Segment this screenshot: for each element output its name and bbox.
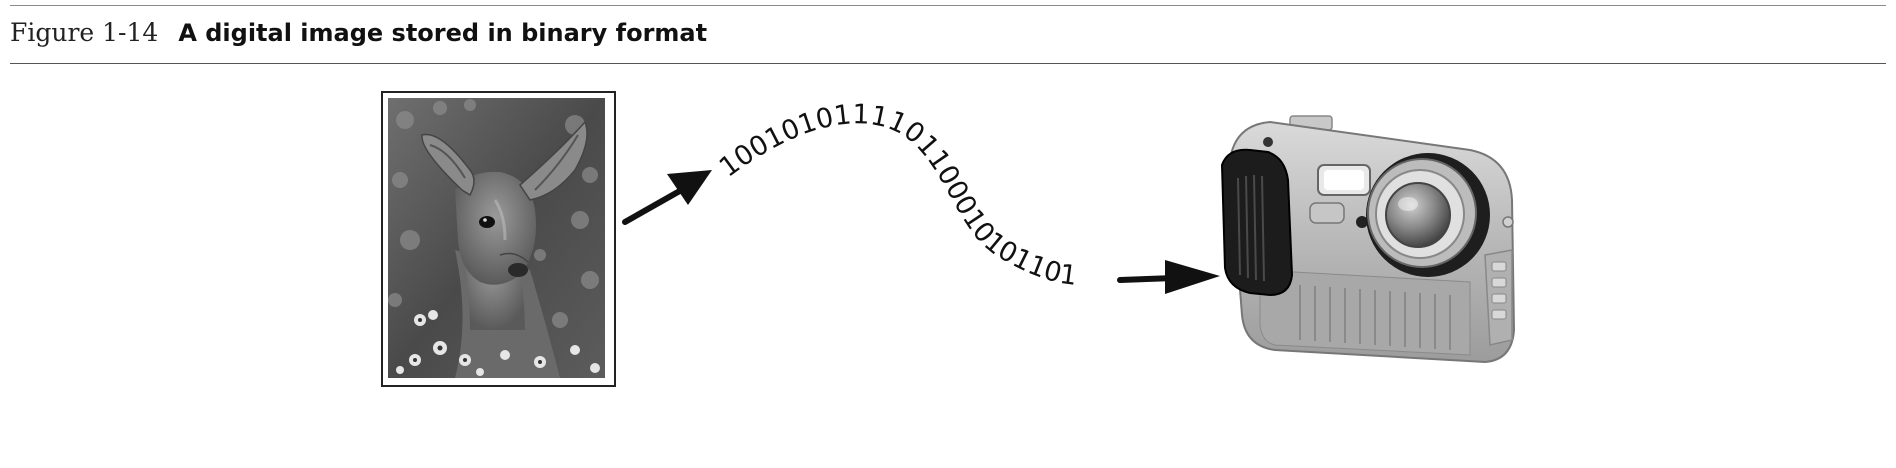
binary-stream: 1001010111101100010101101 — [714, 99, 1079, 292]
arrow-binary-to-camera — [1117, 260, 1220, 294]
figure-title: A digital image stored in binary format — [178, 19, 708, 47]
digital-camera — [1220, 115, 1516, 364]
deer-photo — [381, 91, 616, 387]
figure-caption: Figure 1-14 A digital image stored in bi… — [10, 18, 707, 58]
binary-stream-text: 1001010111101100010101101 — [714, 99, 1079, 292]
caption-bottom-rule — [10, 63, 1886, 64]
arrow-photo-to-binary — [622, 170, 712, 225]
caption-top-rule — [10, 5, 1886, 6]
figure-number: Figure 1-14 — [10, 18, 159, 47]
